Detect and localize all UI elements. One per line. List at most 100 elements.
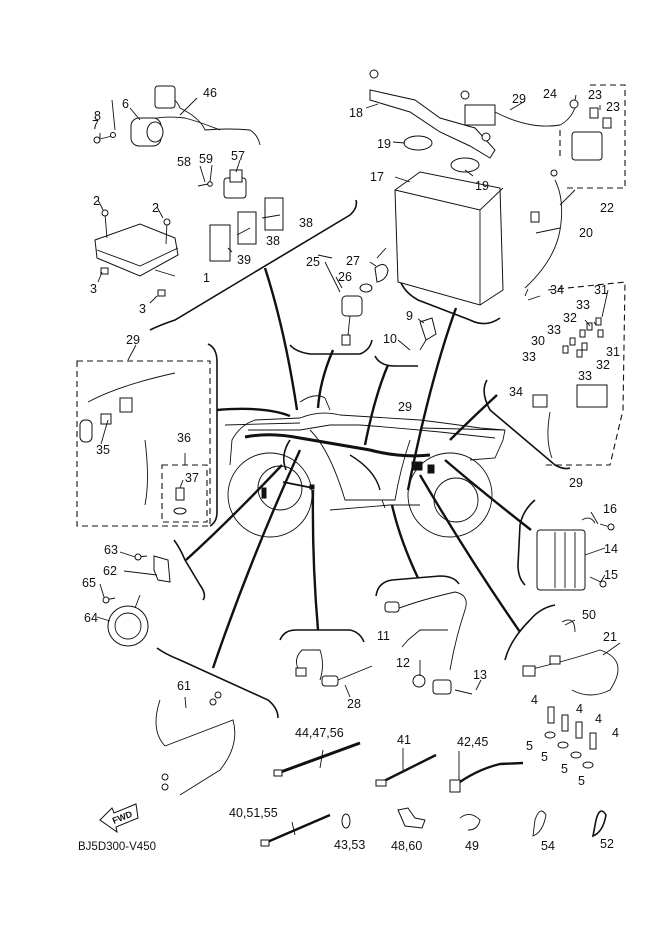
callout-33a: 33 [576,298,590,312]
part-18-bracket [369,89,496,159]
part-4-switches [547,706,597,750]
callout-31a: 31 [594,283,608,297]
callout-42-45: 42,45 [457,735,488,749]
part-58-bolt [197,183,209,187]
part-34-cover [532,394,548,408]
part-43-clip [341,813,351,829]
part-46-harness [164,97,261,146]
part-20-cable [524,179,563,289]
callout-36: 36 [177,431,191,445]
callout-11: 11 [377,629,390,643]
part-2-bolt-a [104,213,108,239]
callout-34b: 34 [509,385,523,399]
rear-wheel [407,452,493,538]
callout-29-top: 29 [512,92,526,106]
part-50-clamp [561,619,576,633]
part-21-harness [527,649,619,696]
callout-38a: 38 [299,216,313,230]
part-28-wire [296,649,323,681]
group-leaders [185,267,532,669]
part-13-bolt [454,689,473,695]
callout-50: 50 [582,608,596,622]
callout-33b: 33 [547,323,561,337]
frame-29-left-dash [76,360,211,527]
part-25-main-switch [341,295,363,317]
callout-1: 1 [203,271,210,285]
callout-58: 58 [177,155,191,169]
callout-28: 28 [347,697,361,711]
part-44-tie [277,741,361,775]
callout-8: 8 [94,109,101,123]
callout-12: 12 [396,656,410,670]
part-28-sensor [321,675,339,687]
callout-29-right: 29 [569,476,583,490]
callout-37: 37 [185,471,199,485]
callout-35: 35 [96,443,110,457]
part-11-sensor-lead [393,591,467,671]
callout-14: 14 [604,542,618,556]
part-23-fuse-b [602,117,612,129]
callout-4b: 4 [576,702,583,716]
callout-21: 21 [603,630,617,644]
callout-27: 27 [346,254,360,268]
part-9-sensor [419,317,437,341]
part-24-nut [569,99,579,109]
part-27-key [374,264,389,283]
frame-sensor-28 [279,629,365,643]
callout-30: 30 [531,334,545,348]
callout-63: 63 [104,543,118,557]
part-fuse-box [576,384,608,408]
callout-25: 25 [306,255,320,269]
callout-leaders [96,94,621,836]
fuses [562,317,604,358]
parts [76,69,626,847]
callout-46: 46 [203,86,217,100]
diagram-code: BJ5D300-V450 [78,841,156,853]
part-19-grommet-b [450,157,480,173]
frame-36-dash [161,464,208,523]
part-54-clamp [532,810,547,837]
callout-15: 15 [604,568,618,582]
part-29-connector [119,397,133,413]
callout-4d: 4 [612,726,619,740]
part-7-bolt [99,135,113,140]
part-38-relay-a [264,197,284,231]
frame-sensor-group [374,355,418,367]
part-40-tie [264,813,331,845]
callout-29-vehicle: 29 [398,400,412,414]
frame-cable-61 [156,647,279,719]
callout-49: 49 [465,839,479,853]
callout-48-60: 48,60 [391,839,422,853]
callout-20: 20 [579,226,593,240]
part-26-ring [359,283,373,293]
frame-ignition-group [289,339,373,355]
part-64-horn [107,605,149,647]
part-11-sensor [432,679,452,695]
callout-13: 13 [473,668,487,682]
callout-52: 52 [600,837,614,851]
part-41-tie [379,753,437,785]
part-29-cable [494,107,576,127]
part-49-clip [459,814,481,831]
callout-5d: 5 [578,774,585,788]
callout-19a: 19 [377,137,391,151]
part-1-ecu [94,223,179,277]
part-61-cable [155,699,236,796]
part-5-gaskets [544,731,594,769]
callout-64: 64 [84,611,98,625]
callout-26: 26 [338,270,352,284]
callout-4c: 4 [595,712,602,726]
callout-59: 59 [199,152,213,166]
frame-ecu-group [149,199,358,331]
callout-3a: 3 [90,282,97,296]
callout-labels: 1 2 2 3 3 7 8 6 46 58 59 57 38 38 39 18 … [78,86,620,853]
callout-4a: 4 [531,693,538,707]
callout-62: 62 [103,564,117,578]
callout-57: 57 [231,149,245,163]
callout-24: 24 [543,87,557,101]
part-29-cover [464,104,496,126]
part-42-tie [452,761,524,788]
part-46-connector [154,85,176,109]
front-wheel [227,452,313,538]
